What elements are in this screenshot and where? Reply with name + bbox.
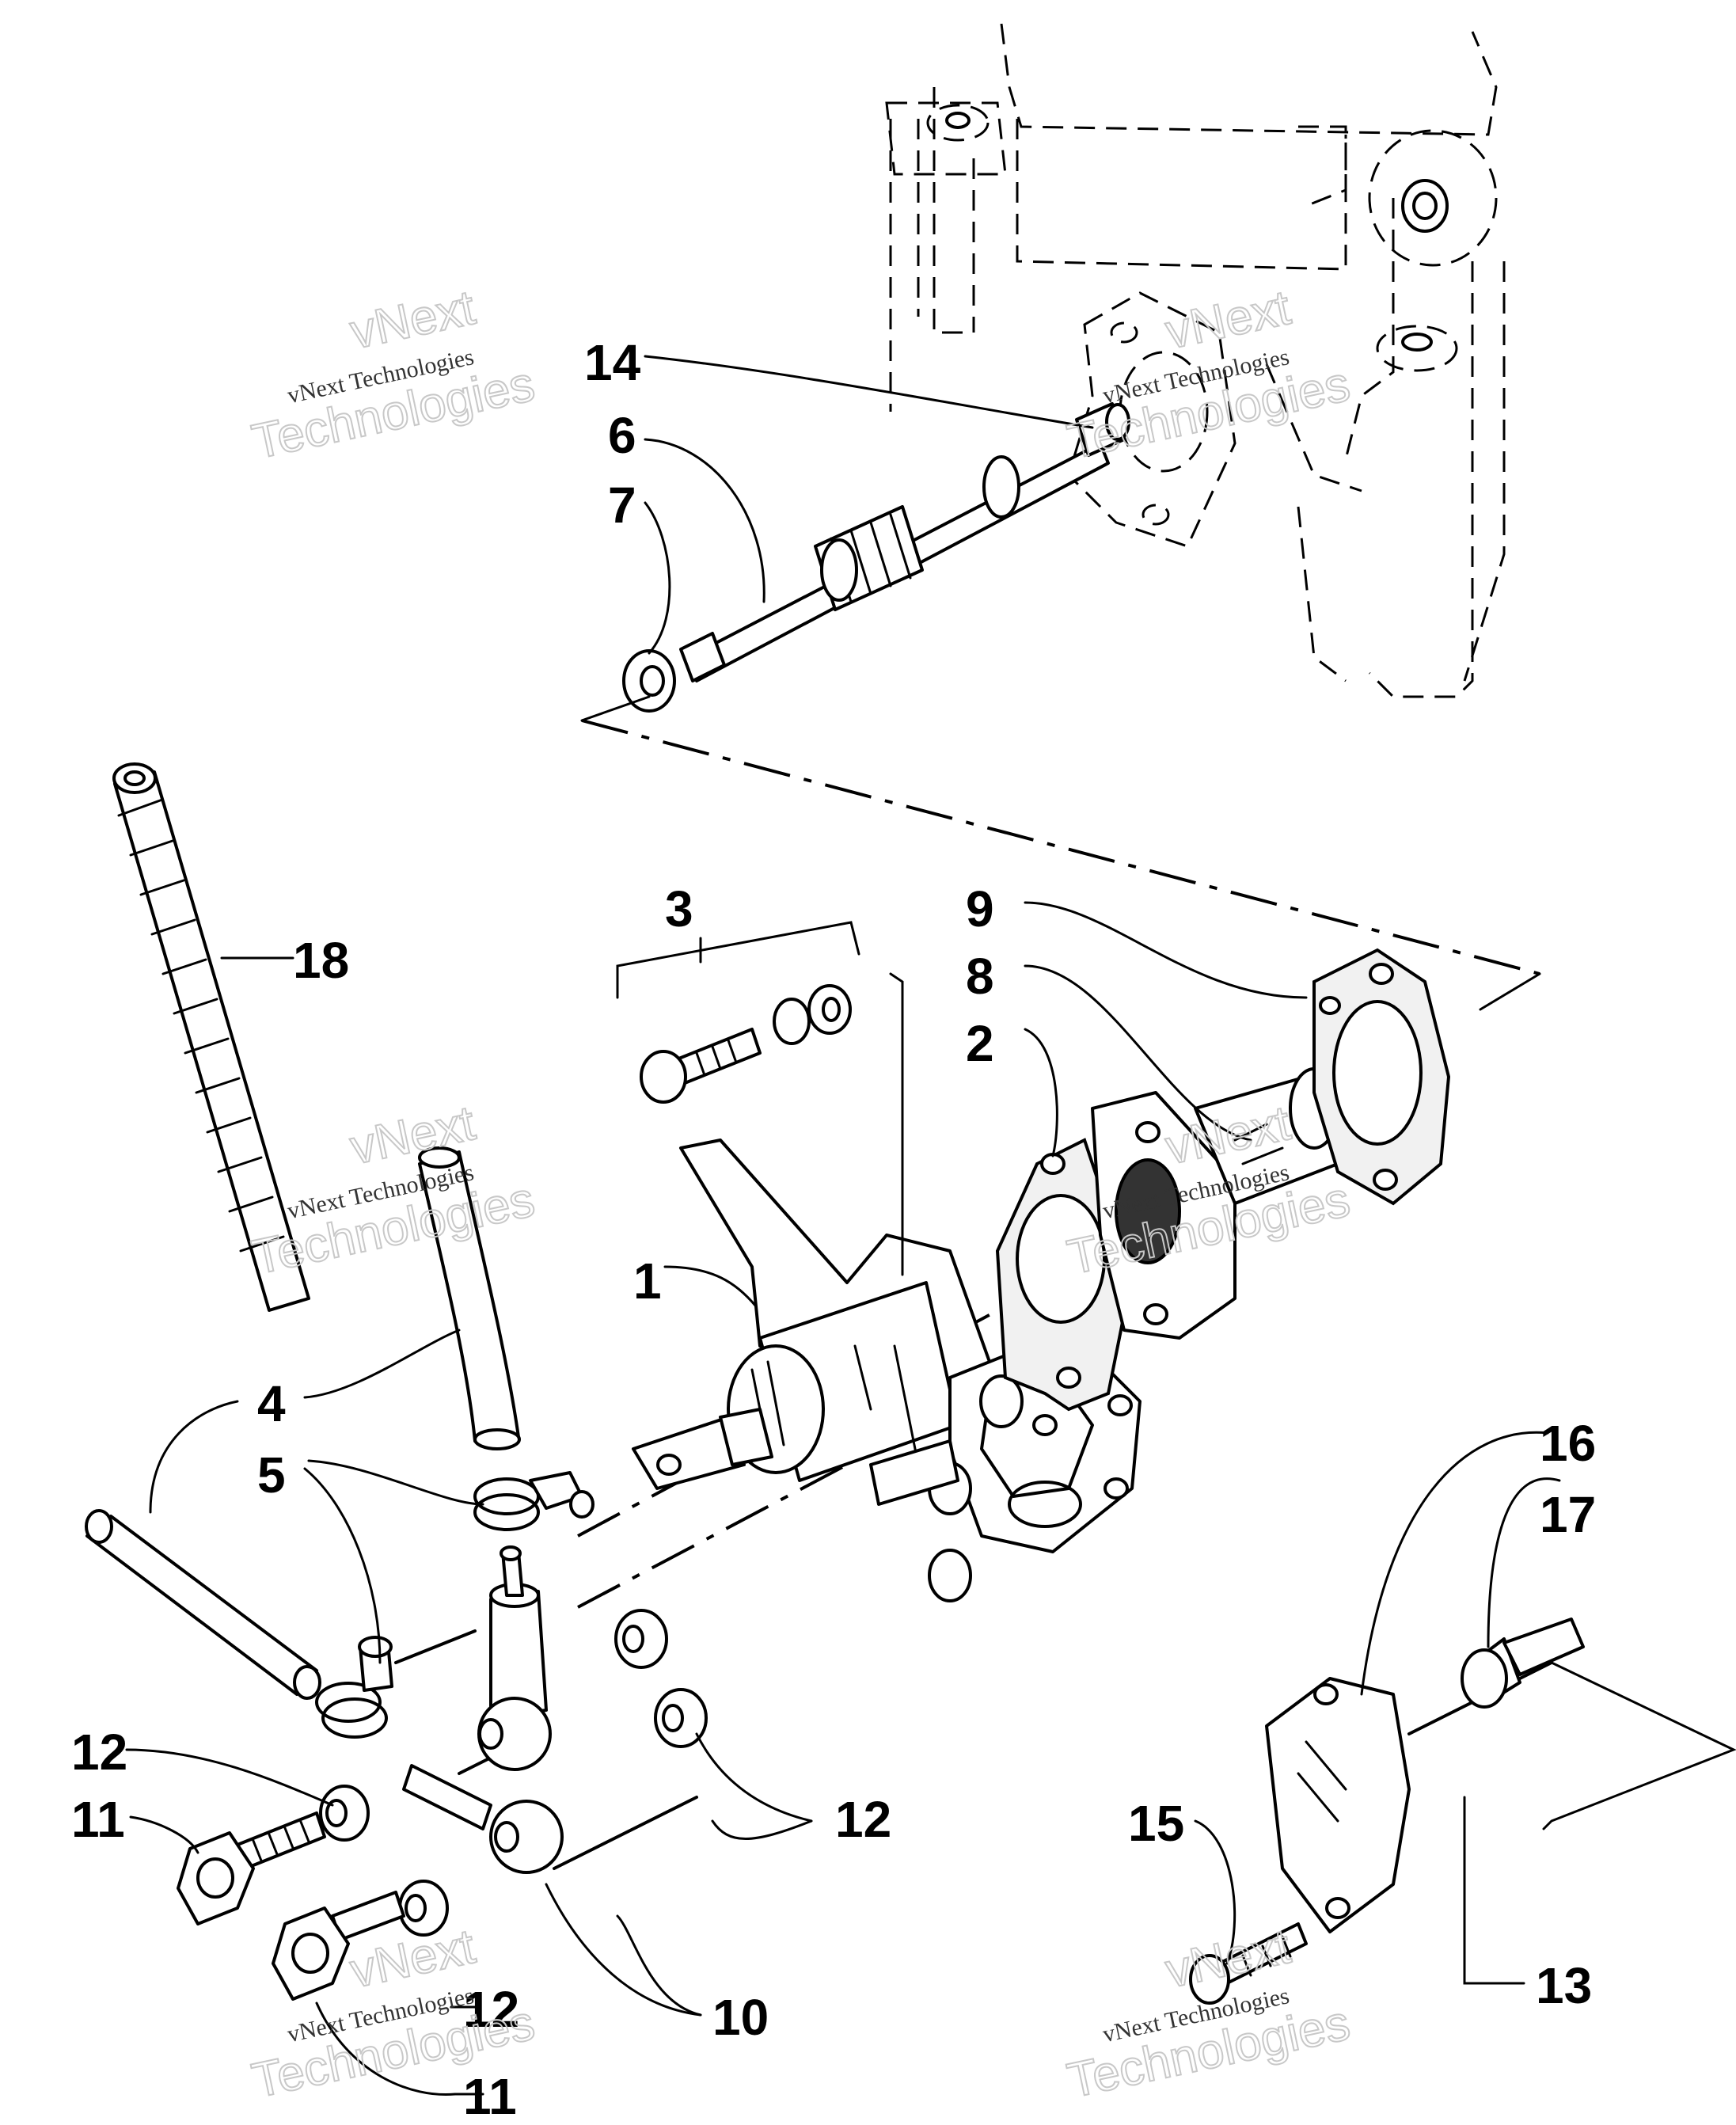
watermark-mid-right: vNext vNext Technologies Technologies	[1062, 1095, 1355, 1286]
part-5-hose-clamp-lower	[315, 1636, 393, 1739]
callout-11-bottom: 11	[463, 2068, 517, 2125]
callout-7: 7	[608, 477, 636, 534]
part-10-banjo-fitting-lower	[402, 1764, 564, 1874]
callout-13: 13	[1536, 1957, 1592, 2014]
part-12-washers	[319, 1609, 708, 1937]
watermark-top-right: vNext vNext Technologies Technologies	[1062, 279, 1355, 470]
callout-12-right: 12	[835, 1791, 891, 1848]
callout-15: 15	[1128, 1795, 1184, 1852]
callout-12-left: 12	[71, 1724, 127, 1781]
callout-9: 9	[966, 880, 994, 937]
callout-2: 2	[966, 1015, 994, 1072]
callout-5: 5	[257, 1446, 286, 1503]
part-7-washer	[622, 649, 676, 713]
part-14-bushing	[1075, 402, 1130, 457]
callout-8: 8	[966, 948, 994, 1005]
callout-14: 14	[584, 334, 641, 391]
part-15-screw	[1189, 1922, 1308, 2005]
callout-16: 16	[1540, 1415, 1596, 1472]
part-10-banjo-fitting-upper	[477, 1545, 552, 1771]
part-16-cover-plate	[1265, 1677, 1411, 1933]
part-17-plug	[1461, 1618, 1585, 1709]
part-3-screw-set	[640, 984, 852, 1104]
part-9-gasket	[1312, 948, 1451, 1206]
callout-12-bottom: 12	[463, 1981, 519, 2038]
part-18-spiral-wrap	[112, 762, 310, 1312]
callout-3: 3	[665, 880, 693, 937]
callout-labels: 14 6 7 3 9 8 2 18 1 4 5 16 17 12 11 12 1…	[71, 334, 1596, 2125]
watermark-bottom-left: vNext vNext Technologies Technologies	[247, 1918, 540, 2109]
callout-1: 1	[633, 1253, 662, 1310]
callout-6: 6	[608, 407, 636, 464]
watermark-top-left: vNext vNext Technologies Technologies	[247, 279, 540, 470]
part-11-banjo-bolts	[177, 1811, 405, 2001]
callout-18: 18	[293, 932, 349, 989]
watermarks: vNext vNext Technologies Technologies vN…	[247, 279, 1355, 2109]
part-4-fuel-hose-upper	[418, 1146, 521, 1450]
part-5-hose-clamp-upper	[473, 1471, 594, 1531]
watermark-bottom-right: vNext vNext Technologies Technologies	[1062, 1918, 1355, 2109]
engine-block-outline	[885, 23, 1506, 698]
part-4-fuel-hose-lower	[85, 1509, 321, 1700]
callout-10: 10	[712, 1989, 769, 2046]
part-6-drive-shaft	[679, 442, 1110, 682]
part-2-gasket	[995, 1138, 1126, 1412]
callout-17: 17	[1540, 1486, 1596, 1543]
callout-4: 4	[257, 1375, 286, 1432]
leader-lines	[125, 355, 1561, 2096]
callout-11-left: 11	[71, 1791, 125, 1848]
